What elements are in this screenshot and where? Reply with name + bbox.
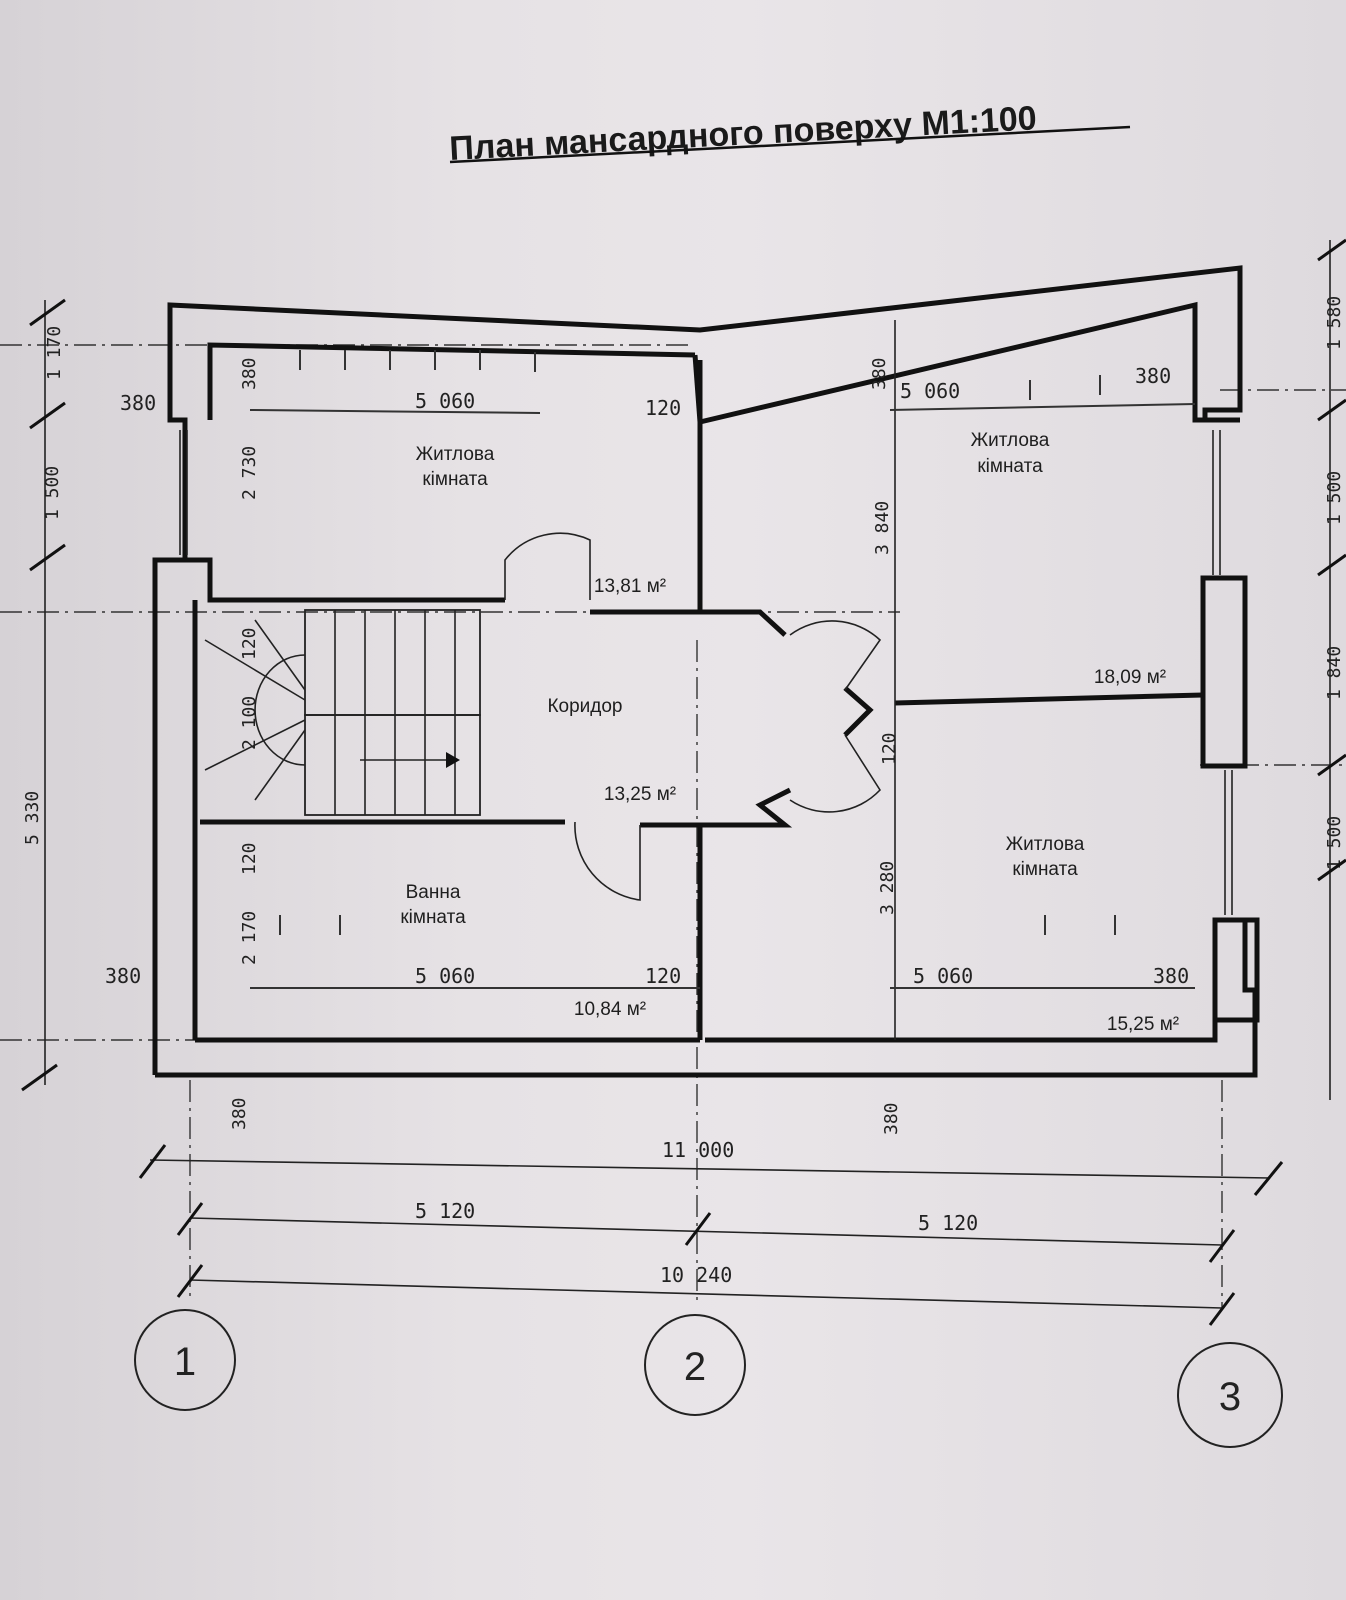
dim-v-2170: 2 170 (239, 911, 260, 965)
room-4-name: Ванна (406, 882, 461, 903)
dim-v-120-b: 120 (239, 842, 260, 875)
stair (204, 609, 481, 816)
room-3-area: 15,25 м² (1107, 1014, 1179, 1035)
room-labels: Житлова кімната 13,81 м² Житлова кімната… (400, 430, 1179, 1035)
plan-dimensions: 380 5 060 120 5 060 380 380 5 060 120 5 … (22, 296, 1345, 1135)
dim-5060-a: 5 060 (415, 389, 475, 413)
dim-5060-d: 5 060 (913, 964, 973, 988)
dim-left-5330: 5 330 (22, 791, 43, 845)
dim-380-a: 380 (120, 391, 156, 415)
dim-v-120-c: 120 (879, 732, 900, 765)
room-3-name-line2: кімната (1012, 859, 1078, 880)
room-2-name: Житлова (971, 430, 1050, 451)
corridor-name: Коридор (547, 696, 622, 717)
dim-overall-11000: 11 000 (662, 1138, 734, 1162)
dim-v-380-b: 380 (229, 1097, 250, 1130)
axis-label-1: 1 (174, 1340, 196, 1384)
room-4-area: 10,84 м² (574, 999, 646, 1020)
room-1-name-line2: кімната (422, 469, 488, 490)
dim-right-1500: 1 500 (1324, 471, 1345, 525)
dim-v-2730: 2 730 (239, 446, 260, 500)
axis-bubbles: 1 2 3 (134, 1309, 1283, 1448)
corridor-area: 13,25 м² (604, 784, 676, 805)
dim-5060-b: 5 060 (900, 379, 960, 403)
room-2-name-line2: кімната (977, 456, 1043, 477)
dim-v-2100: 2 100 (239, 696, 260, 750)
dim-v-3840: 3 840 (872, 501, 893, 555)
dim-v-3280: 3 280 (877, 861, 898, 915)
title-underline (449, 125, 1131, 164)
room-1-name: Житлова (416, 444, 495, 465)
axis-bubble-1 (134, 1309, 236, 1411)
dim-right-1840: 1 840 (1324, 646, 1345, 700)
axis-label-3: 3 (1219, 1375, 1241, 1419)
dim-left-1170: 1 170 (44, 326, 65, 380)
dim-axis-10240: 10 240 (660, 1263, 732, 1287)
axis-bubble-3 (1177, 1342, 1283, 1448)
stair-arrow-icon (446, 752, 460, 768)
dim-380-c: 380 (105, 964, 141, 988)
dim-5060-c: 5 060 (415, 964, 475, 988)
dim-380-b: 380 (1135, 364, 1171, 388)
axis-bubble-2 (644, 1314, 746, 1416)
dimension-chains: 11 000 5 120 5 120 10 240 (21, 238, 1346, 1326)
room-2-area: 18,09 м² (1094, 667, 1166, 688)
dim-right-1580: 1 580 (1324, 296, 1345, 350)
dim-left-1500: 1 500 (42, 466, 63, 520)
door-swings (504, 532, 882, 901)
room-4-name-line2: кімната (400, 907, 466, 928)
attic-slope-marks (249, 350, 1196, 989)
dim-120-b: 120 (645, 964, 681, 988)
dim-bay-5120-a: 5 120 (415, 1199, 475, 1223)
room-1-area: 13,81 м² (594, 576, 666, 597)
dim-v-380-a: 380 (239, 357, 260, 390)
dim-bay-5120-b: 5 120 (918, 1211, 978, 1235)
dim-380-d: 380 (1153, 964, 1189, 988)
axis-label-2: 2 (684, 1345, 706, 1389)
dim-v-380-d: 380 (881, 1102, 902, 1135)
dim-v-120-a: 120 (239, 627, 260, 660)
room-3-name: Житлова (1006, 834, 1085, 855)
dim-v-380-c: 380 (869, 357, 890, 390)
outer-walls (152, 265, 1260, 1078)
dim-120-a: 120 (645, 396, 681, 420)
interior-walls (200, 320, 1204, 1040)
